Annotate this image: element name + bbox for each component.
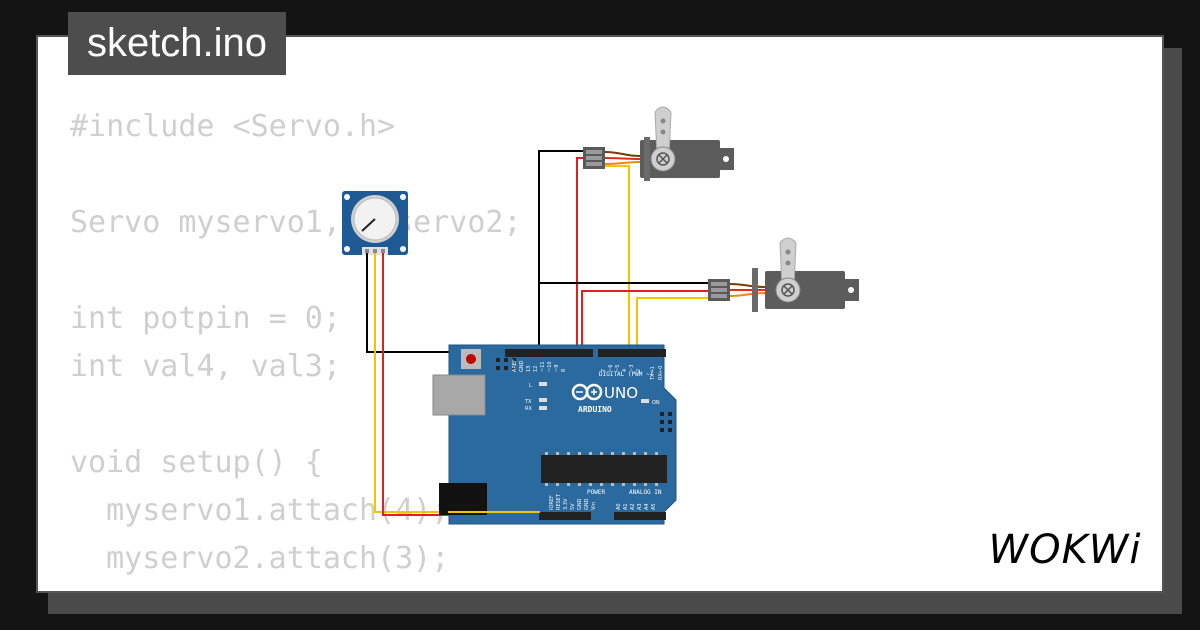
code-line: } — [70, 583, 522, 591]
pin-label: 12 — [533, 366, 539, 372]
pin-label: GND — [577, 498, 583, 510]
code-line: int potpin = 0; — [70, 301, 341, 336]
code-line: myservo2.attach(3); — [70, 541, 450, 576]
code-line: #include <Servo.h> — [70, 109, 396, 144]
wokwi-logo-text: WOKWi — [988, 527, 1142, 573]
pin-label: TX→1 — [650, 366, 656, 381]
pin-label: ~10 — [547, 361, 553, 372]
pin-label: ~6 — [608, 365, 614, 372]
pin-label: 3.3V — [563, 498, 569, 510]
digital-label: DIGITAL (PWM ~) — [599, 371, 653, 378]
pin-label: ~11 — [540, 361, 546, 372]
pin-label: GND — [584, 498, 590, 510]
wokwi-logo: WOKWi — [976, 524, 1154, 576]
pin-label: A2 — [630, 503, 636, 510]
analog-label: ANALOG IN — [629, 489, 662, 496]
pin-label: AREF — [512, 359, 518, 372]
servo-motor-1[interactable] — [583, 106, 734, 181]
pin-label: ~5 — [615, 365, 621, 372]
code-line: myservo1.attach(4); — [70, 493, 450, 528]
pin-label: A3 — [637, 503, 643, 510]
pin-label: A1 — [623, 503, 629, 510]
pin-label: 2 — [636, 369, 642, 372]
power-label: POWER — [587, 489, 605, 496]
pin-label: 7 — [601, 369, 607, 372]
pin-label: 4 — [622, 369, 628, 372]
pin-label: RESET — [556, 493, 562, 510]
led-label: TX — [524, 399, 532, 405]
pin-label: A5 — [651, 503, 657, 510]
pin-label: 8 — [561, 369, 567, 372]
led-label: ON — [652, 400, 660, 406]
code-line: int val4, val3; — [70, 349, 341, 384]
preview-card: #include <Servo.h>Servo myservo1, myserv… — [36, 35, 1164, 593]
board-name: UNO — [604, 384, 638, 402]
servo-motor-2[interactable] — [708, 237, 859, 312]
board-brand: ARDUINO — [578, 405, 612, 414]
potentiometer[interactable] — [342, 191, 408, 255]
pin-label: A0 — [616, 503, 622, 510]
led-label: L — [529, 383, 532, 389]
pin-label: ~3 — [629, 365, 635, 372]
code-line: void setup() { — [70, 445, 323, 480]
pin-label: Vin — [591, 502, 597, 510]
pin-label: RX←0 — [658, 366, 664, 380]
pin-label: 13 — [526, 366, 532, 372]
code-preview: #include <Servo.h>Servo myservo1, myserv… — [70, 103, 522, 591]
pin-label: GND — [519, 360, 525, 372]
pin-label: IOREF — [549, 495, 555, 510]
pin-label: ~9 — [554, 365, 560, 372]
pin-label: A4 — [644, 503, 650, 510]
pin-label: 5V — [570, 503, 576, 510]
file-tab[interactable]: sketch.ino — [68, 12, 286, 75]
led-label: RX — [525, 406, 532, 412]
arduino-uno-board[interactable]: UNO ARDUINO DIGITAL (PWM ~) POWER ANALOG… — [432, 344, 677, 525]
